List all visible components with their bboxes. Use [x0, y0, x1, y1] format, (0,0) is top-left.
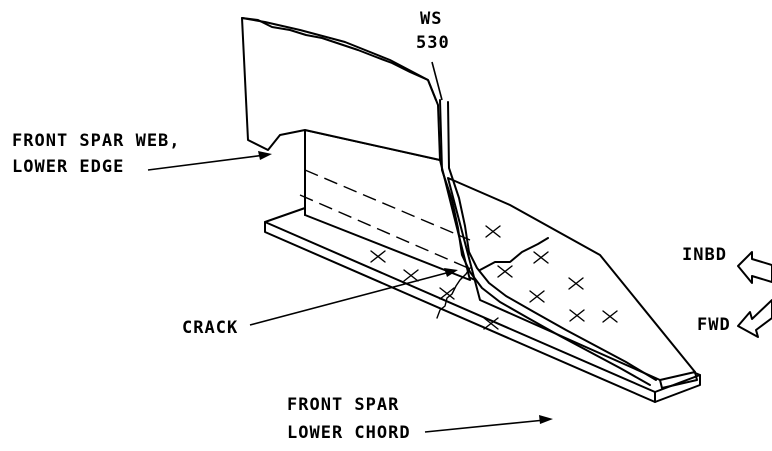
x-mark-icon [483, 317, 499, 330]
x-mark-icon [497, 265, 513, 278]
inbd-arrow [737, 251, 772, 284]
crack-line [436, 267, 471, 319]
web-label-line2: LOWER EDGE [12, 157, 124, 177]
fwd-label: FWD [697, 315, 731, 335]
x-mark-icon [485, 225, 501, 238]
x-mark-icon [370, 250, 386, 263]
splice-plate [447, 177, 698, 389]
front-spar-web [241, 17, 441, 161]
x-mark-icon [439, 287, 455, 300]
chord-label-line2: LOWER CHORD [287, 423, 411, 443]
inbd-label: INBD [682, 245, 727, 265]
fastener-marks [370, 225, 618, 330]
fwd-arrow [737, 299, 772, 338]
web-label-line1: FRONT SPAR WEB, [12, 131, 181, 151]
station-label-number: 530 [416, 33, 450, 53]
hidden-edges [299, 169, 471, 269]
leader-lines [147, 61, 553, 433]
x-mark-icon [529, 290, 545, 303]
station-break-line [439, 99, 657, 386]
x-mark-icon [533, 251, 549, 264]
station-label-ws: WS [420, 9, 442, 29]
outline-arrow-icon [737, 251, 772, 284]
x-mark-icon [403, 269, 419, 282]
chord-label-line1: FRONT SPAR [287, 395, 399, 415]
outline-arrow-icon [737, 299, 772, 338]
x-mark-icon [568, 277, 584, 290]
x-mark-icon [569, 309, 585, 322]
x-mark-icon [602, 310, 618, 323]
crack-label: CRACK [182, 318, 238, 338]
